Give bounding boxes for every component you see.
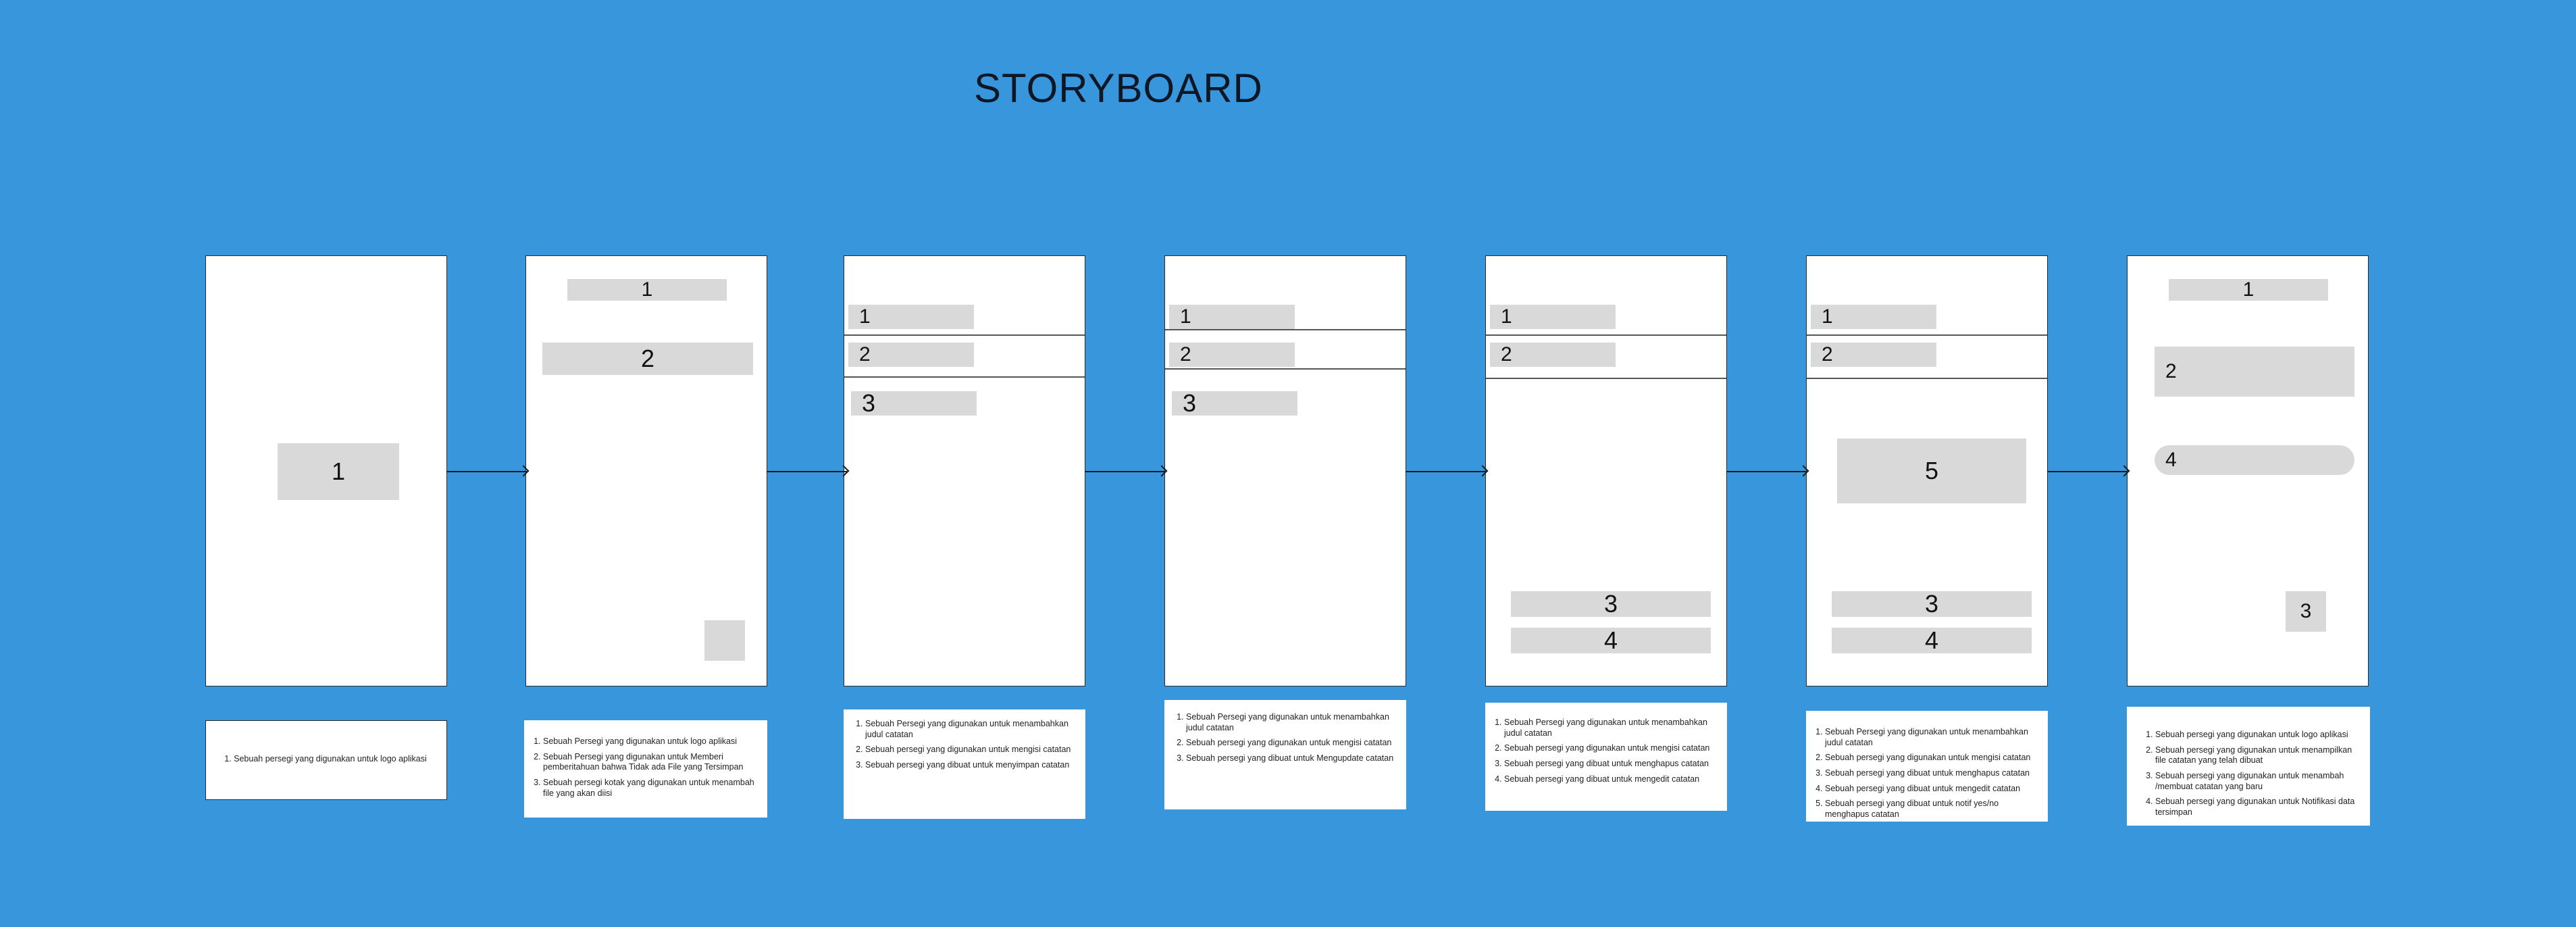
title-input-placeholder: 1 [848,305,974,329]
flow-arrow [767,471,847,472]
note-item: Sebuah persegi yang digunakan untuk meng… [1186,738,1398,749]
description-note-6: Sebuah Persegi yang digunakan untuk mena… [1806,711,2048,822]
logo-placeholder: 1 [567,278,727,301]
note-item: Sebuah Persegi yang digunakan untuk mena… [1825,727,2040,748]
note-item: Sebuah persegi yang digunakan untuk Noti… [2155,797,2362,818]
note-item: Sebuah persegi yang dibuat untuk menyimp… [865,760,1077,771]
note-item: Sebuah persegi yang digunakan untuk mena… [2155,745,2362,766]
empty-notice-placeholder: 2 [542,343,753,375]
title-input-placeholder: 1 [1490,305,1616,329]
note-item: Sebuah persegi yang digunakan untuk logo… [224,754,427,765]
note-item: Sebuah persegi yang digunakan untuk logo… [2155,730,2362,741]
storyboard-frame-5: 1 2 3 4 [1485,255,1727,686]
title-input-placeholder: 1 [1169,305,1295,329]
storyboard-frame-7: 1 2 4 3 [2127,255,2369,686]
edit-button-placeholder: 4 [1832,626,2032,654]
flow-arrow [1406,471,1486,472]
note-item: Sebuah persegi kotak yang digunakan untu… [543,778,759,799]
flow-arrow [1085,471,1165,472]
logo-placeholder: 1 [278,443,399,500]
note-item: Sebuah persegi yang dibuat untuk menghap… [1504,759,1719,770]
divider [1807,334,2047,336]
divider [844,376,1085,378]
note-item: Sebuah Persegi yang digunakan untuk mena… [865,719,1077,740]
note-item: Sebuah persegi yang dibuat untuk menghap… [1825,768,2040,779]
note-item: Sebuah Persegi yang digunakan untuk Memb… [543,752,759,773]
confirm-dialog-placeholder: 5 [1837,439,2026,503]
note-item: Sebuah persegi yang dibuat untuk mengedi… [1825,784,2040,795]
storyboard-frame-4: 1 2 3 [1164,255,1406,686]
note-item: Sebuah persegi yang digunakan untuk meng… [1825,753,2040,763]
edit-button-placeholder: 4 [1511,626,1711,654]
note-item: Sebuah Persegi yang digunakan untuk mena… [1186,712,1398,733]
divider [1486,378,1726,379]
divider [1165,329,1406,330]
divider [844,334,1085,336]
note-list-placeholder: 2 [2155,347,2354,397]
flow-arrow [1727,471,1807,472]
divider [1807,378,2047,379]
flow-arrow [447,471,527,472]
description-note-4: Sebuah Persegi yang digunakan untuk mena… [1164,700,1406,809]
description-note-3: Sebuah Persegi yang digunakan untuk mena… [844,709,1085,819]
add-file-button-placeholder [704,620,745,661]
storyboard-frame-3: 1 2 3 [844,255,1085,686]
content-input-placeholder: 2 [848,343,974,367]
new-note-button-placeholder: 4 [2155,445,2354,475]
content-input-placeholder: 2 [1169,343,1295,367]
storyboard-frame-1: 1 [205,255,447,686]
description-note-2: Sebuah Persegi yang digunakan untuk logo… [524,720,767,818]
content-input-placeholder: 2 [1811,343,1936,367]
flow-arrow [2048,471,2128,472]
logo-placeholder: 1 [2169,278,2328,301]
note-item: Sebuah persegi yang dibuat untuk Mengupd… [1186,753,1398,764]
description-note-7: Sebuah persegi yang digunakan untuk logo… [2127,707,2370,826]
note-item: Sebuah persegi yang dibuat untuk notif y… [1825,799,2040,820]
storyboard-frame-2: 1 2 [525,255,767,686]
delete-button-placeholder: 3 [1511,590,1711,618]
note-item: Sebuah persegi yang digunakan untuk meng… [1504,743,1719,754]
delete-button-placeholder: 3 [1832,590,2032,618]
storyboard-frame-6: 1 2 5 3 4 [1806,255,2048,686]
note-item: Sebuah persegi yang digunakan untuk meng… [865,745,1077,755]
description-note-5: Sebuah Persegi yang digunakan untuk mena… [1485,703,1727,811]
update-button-placeholder: 3 [1172,389,1297,417]
description-note-1: Sebuah persegi yang digunakan untuk logo… [205,720,447,800]
saved-notification-placeholder: 3 [2286,591,2326,632]
page-title: STORYBOARD [974,66,1263,111]
content-input-placeholder: 2 [1490,343,1616,367]
note-item: Sebuah persegi yang digunakan untuk mena… [2155,771,2362,792]
note-item: Sebuah persegi yang dibuat untuk mengedi… [1504,774,1719,785]
note-item: Sebuah Persegi yang digunakan untuk logo… [543,736,759,747]
divider [1486,334,1726,336]
save-button-placeholder: 3 [851,389,977,417]
divider [1165,368,1406,370]
title-input-placeholder: 1 [1811,305,1936,329]
note-item: Sebuah Persegi yang digunakan untuk mena… [1504,718,1719,738]
